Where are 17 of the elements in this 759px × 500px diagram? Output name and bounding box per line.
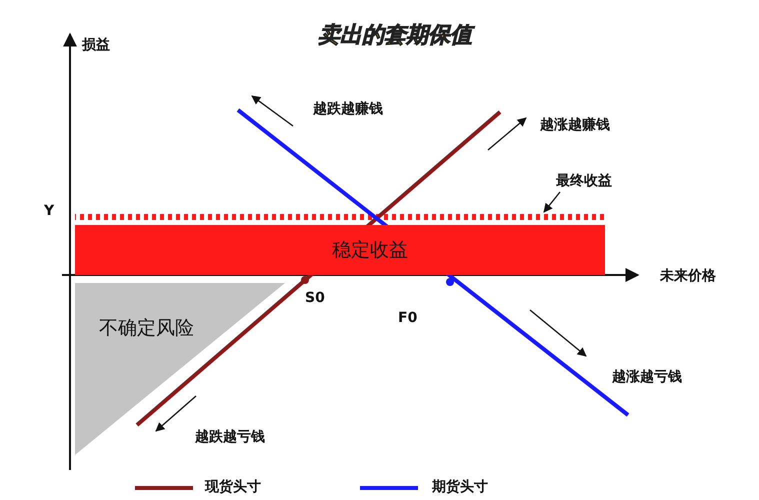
profit-band bbox=[75, 225, 605, 275]
annotation: 越涨越赚钱 bbox=[540, 116, 610, 134]
leader-arrow bbox=[543, 192, 560, 213]
axis-label: 损益 bbox=[82, 36, 110, 54]
risk-label: 不确定风险 bbox=[99, 316, 194, 341]
axis-tick-label: Y bbox=[44, 203, 54, 219]
band-label: 稳定收益 bbox=[331, 238, 408, 263]
annotation: 越涨越亏钱 bbox=[612, 368, 682, 386]
annotation: 越跌越亏钱 bbox=[195, 428, 265, 446]
annotation: 越跌越赚钱 bbox=[313, 100, 383, 118]
axis-tick-label: S0 bbox=[305, 290, 325, 306]
final-profit-label: 最终收益 bbox=[556, 172, 612, 190]
axis-tick-label: F0 bbox=[398, 310, 418, 326]
legend-label: 现货头寸 bbox=[205, 478, 261, 496]
legend-label: 期货头寸 bbox=[432, 478, 488, 496]
risk-triangle bbox=[75, 283, 285, 455]
axis-label: 未来价格 bbox=[660, 267, 716, 285]
